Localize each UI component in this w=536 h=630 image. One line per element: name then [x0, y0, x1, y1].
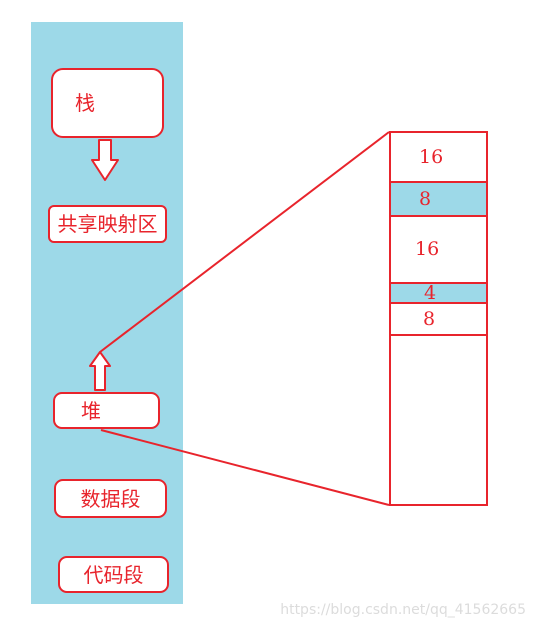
heap-block: 8 — [391, 302, 486, 336]
watermark: https://blog.csdn.net/qq_41562665 — [280, 602, 526, 618]
heap-label: 堆 — [81, 398, 101, 423]
heap-block-size: 8 — [419, 187, 432, 210]
heap-block: 8 — [391, 181, 486, 215]
heap-block-size: 16 — [419, 145, 444, 168]
heap-block: 16 — [391, 215, 486, 282]
stack-segment: 栈 — [51, 68, 164, 138]
shared-mapping-label: 共享映射区 — [57, 212, 158, 236]
heap-block: 16 — [391, 133, 486, 181]
code-segment-label: 代码段 — [83, 562, 144, 587]
data-segment: 数据段 — [54, 479, 167, 518]
code-segment: 代码段 — [58, 556, 169, 593]
heap-block-column: 16 8 16 4 8 — [389, 131, 488, 506]
zoom-line-top — [99, 131, 390, 353]
heap-block: 4 — [391, 282, 486, 302]
zoom-line-bottom — [100, 429, 390, 506]
heap-segment: 堆 — [53, 392, 160, 429]
up-arrow-icon — [89, 351, 111, 391]
stack-label: 栈 — [75, 91, 95, 115]
down-arrow-icon — [91, 139, 119, 181]
shared-mapping-segment: 共享映射区 — [48, 205, 167, 243]
heap-block-size: 16 — [415, 238, 440, 260]
data-segment-label: 数据段 — [80, 486, 141, 511]
heap-block-size: 4 — [424, 281, 437, 304]
heap-block-size: 8 — [423, 307, 436, 330]
